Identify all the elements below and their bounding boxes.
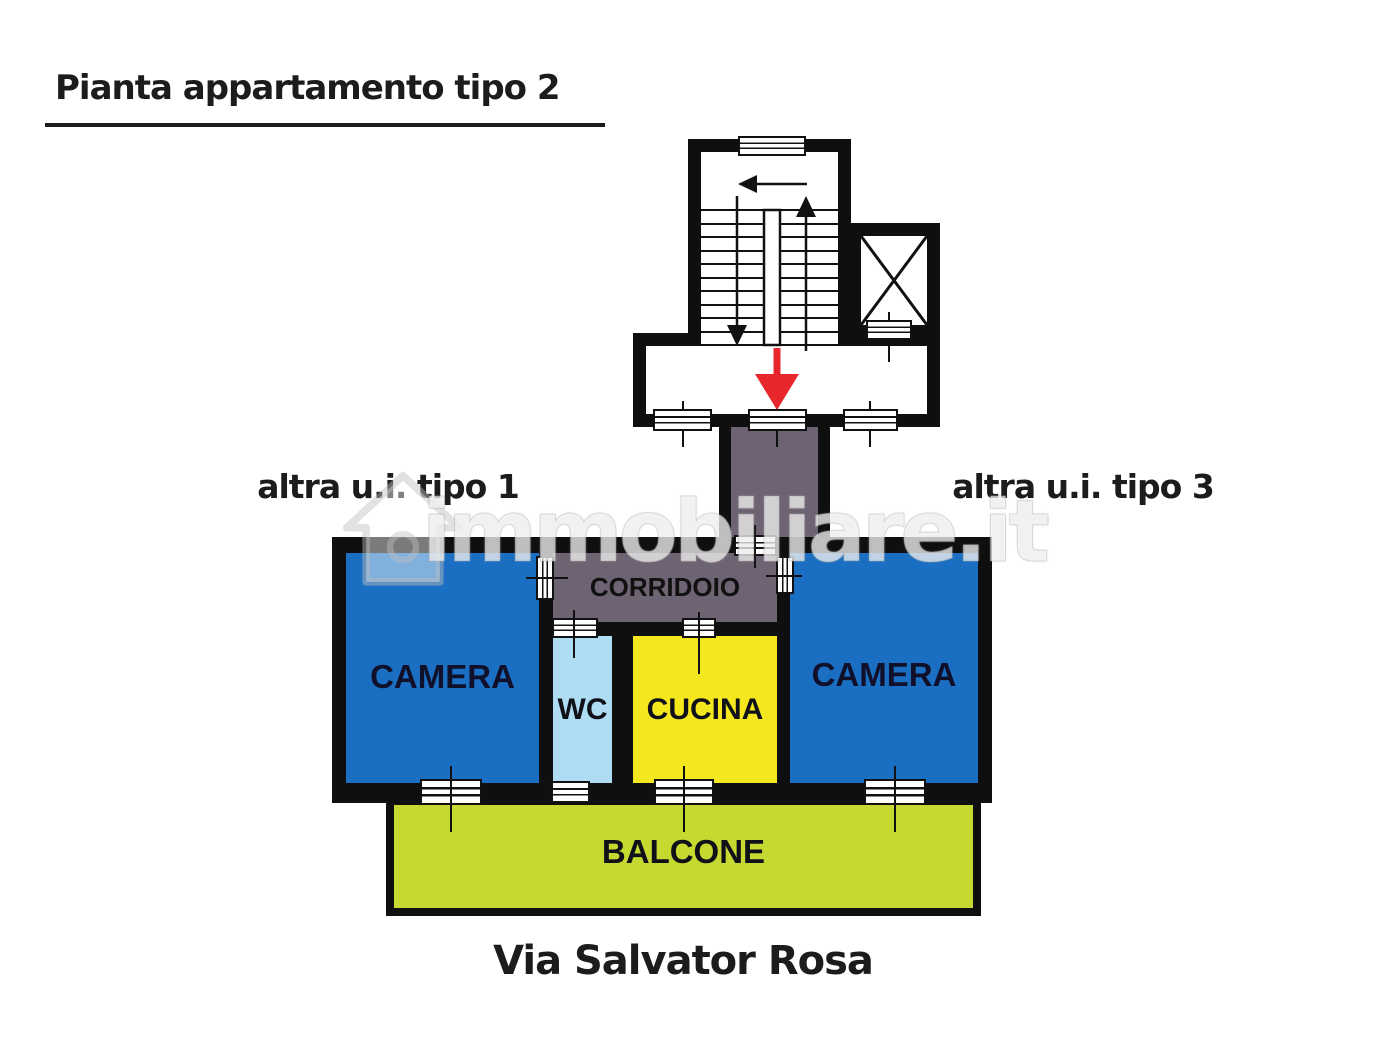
apartment-top-wall: [332, 537, 992, 553]
stairwell: [688, 139, 851, 346]
door-symbol-camera-right: [776, 556, 794, 594]
wall-segment: [719, 427, 731, 540]
room-label-wc: WC: [557, 692, 608, 726]
window-symbol-landing-right: [843, 409, 898, 431]
wall-segment: [539, 622, 790, 636]
title-underline: [45, 123, 605, 127]
window-symbol-landing-left: [653, 409, 712, 431]
entry-corridor: [731, 427, 818, 554]
window-symbol-wc: [551, 781, 590, 803]
window-symbol-stairwell-top: [738, 136, 806, 156]
room-camera-left: CAMERA: [346, 553, 539, 783]
room-corridoio: CORRIDOIO: [553, 553, 777, 622]
room-label-corridoio: CORRIDOIO: [589, 572, 741, 602]
window-symbol-camera-left: [420, 779, 482, 805]
window-symbol-landing-center: [748, 409, 807, 431]
room-label-cucina: CUCINA: [646, 692, 764, 726]
wall-segment: [539, 553, 553, 783]
label-street: Via Salvator Rosa: [493, 938, 874, 984]
wall-segment: [612, 636, 633, 783]
apartment-right-wall: [978, 537, 992, 803]
wall-segment: [777, 553, 790, 783]
door-symbol-cucina: [682, 618, 716, 638]
room-label-balcone: BALCONE: [601, 832, 766, 870]
window-symbol-cucina: [654, 779, 714, 805]
label-unit-left: altra u.i. tipo 1: [257, 467, 520, 506]
room-label-camera-right: CAMERA: [811, 656, 957, 693]
window-symbol-camera-right: [864, 779, 926, 805]
apartment-left-wall: [332, 537, 346, 803]
room-label-camera-left: CAMERA: [370, 658, 515, 695]
page-title: Pianta appartamento tipo 2: [55, 68, 561, 108]
label-unit-right: altra u.i. tipo 3: [952, 467, 1215, 506]
room-wc: WC: [553, 636, 612, 783]
room-balcone: BALCONE: [386, 797, 981, 916]
room-camera-right: CAMERA: [790, 553, 978, 783]
door-symbol-wc: [552, 618, 598, 638]
door-symbol-entrance: [734, 535, 777, 556]
door-symbol-camera-left: [536, 556, 554, 600]
room-cucina: CUCINA: [633, 636, 777, 783]
wall-segment: [818, 427, 830, 540]
door-symbol-elevator: [866, 320, 912, 340]
